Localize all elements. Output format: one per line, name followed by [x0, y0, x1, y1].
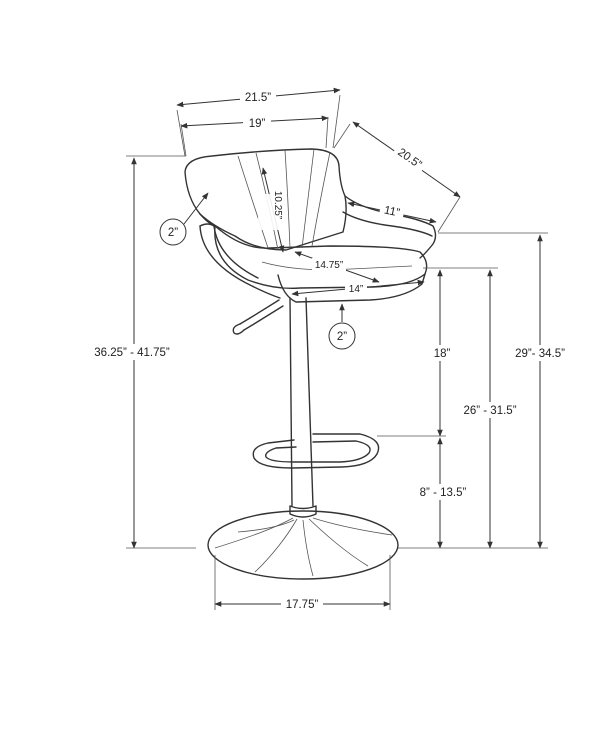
label-seat-thickness: 2” — [337, 331, 347, 343]
label-overall-height: 36.25” - 41.75” — [94, 347, 170, 359]
height-lever — [232, 299, 284, 335]
back-thickness-circle — [159, 218, 187, 246]
dimension-labels: 21.5” 19” 20.5” 11” 10.25” 14.75” 14” 2”… — [80, 90, 575, 612]
label-footrest-height: 8” - 13.5” — [420, 487, 467, 499]
label-overall-width: 21.5” — [245, 92, 271, 104]
label-back-thickness: 2” — [168, 227, 178, 239]
gas-column — [289, 297, 314, 507]
label-seat-to-footrest: 18” — [434, 348, 451, 360]
extension-lines — [126, 94, 548, 610]
stool-illustration — [184, 148, 437, 580]
dimension-lines — [131, 87, 543, 607]
label-seat-back-width: 19” — [249, 118, 266, 130]
label-base-diameter: 17.75” — [286, 599, 319, 611]
label-arm-height: 29”- 34.5” — [515, 348, 565, 360]
label-seat-depth: 14.75” — [315, 260, 343, 271]
thickness-callouts — [159, 192, 356, 350]
base-plate — [207, 505, 399, 580]
label-arm-depth: 11” — [383, 204, 401, 219]
label-seat-width: 14” — [349, 284, 363, 295]
label-seat-height: 26” - 31.5” — [463, 405, 516, 417]
footrest-ring — [252, 433, 380, 469]
label-back-height: 10.25” — [272, 191, 283, 219]
seat-thickness-circle — [328, 322, 356, 350]
